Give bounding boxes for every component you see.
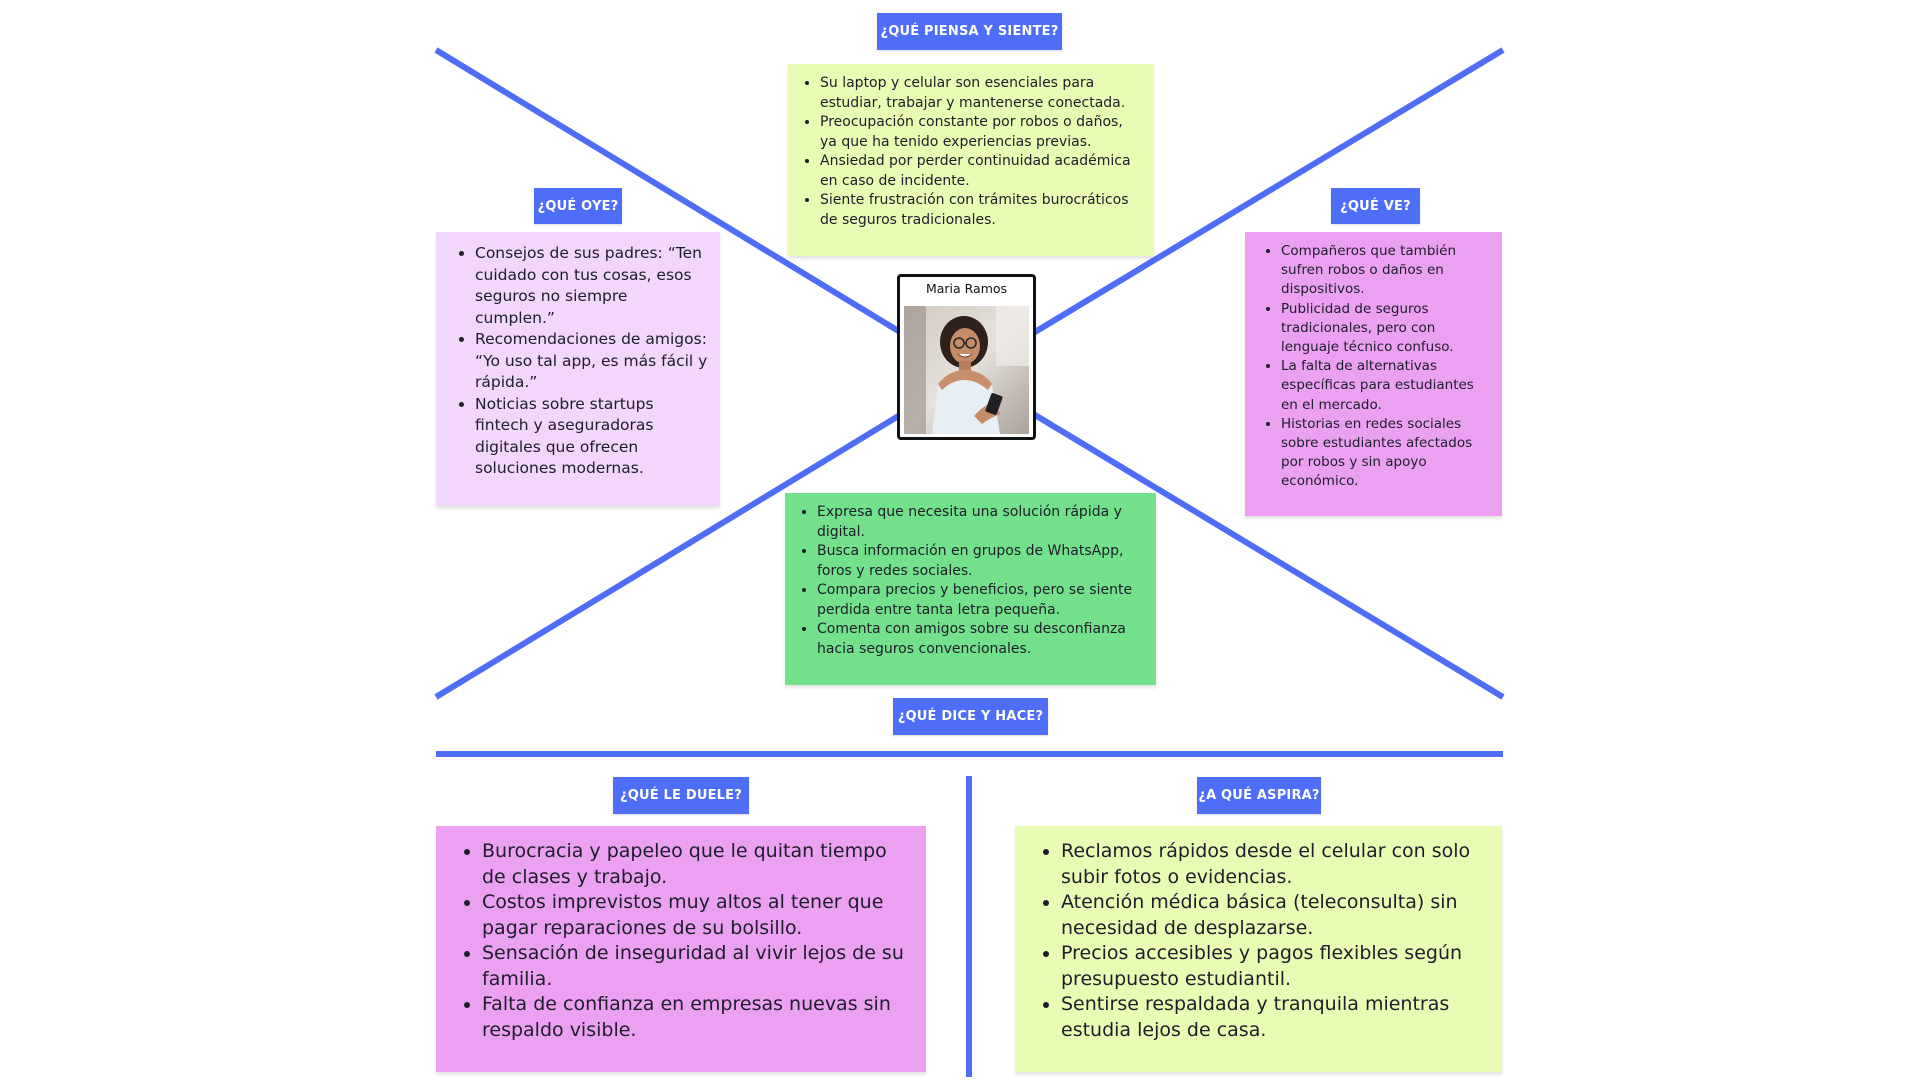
pains-note: Burocracia y papeleo que le quitan tiemp… <box>436 826 926 1072</box>
persona-card: Maria Ramos <box>897 274 1036 440</box>
list-item: Reclamos rápidos desde el celular con so… <box>1061 839 1488 890</box>
list-item: Comenta con amigos sobre su desconfianza… <box>817 620 1144 659</box>
list-item: La falta de alternativas específicas par… <box>1281 357 1490 415</box>
list-item: Burocracia y papeleo que le quitan tiemp… <box>482 839 912 890</box>
thinks-note: Su laptop y celular son esenciales para … <box>788 64 1154 256</box>
list-item: Preocupación constante por robos o daños… <box>820 113 1142 152</box>
says-note: Expresa que necesita una solución rápida… <box>785 493 1156 685</box>
thinks-title: ¿QUÉ PIENSA Y SIENTE? <box>877 13 1062 50</box>
list-item: Historias en redes sociales sobre estudi… <box>1281 415 1490 492</box>
list-item: Atención médica básica (teleconsulta) si… <box>1061 890 1488 941</box>
hears-title: ¿QUÉ OYE? <box>534 188 622 224</box>
persona-name: Maria Ramos <box>925 281 1008 296</box>
list-item: Sentirse respaldada y tranquila mientras… <box>1061 992 1488 1043</box>
thinks-list: Su laptop y celular son esenciales para … <box>800 74 1142 230</box>
list-item: Recomendaciones de amigos: “Yo uso tal a… <box>475 329 708 394</box>
hears-list: Consejos de sus padres: “Ten cuidado con… <box>455 243 708 480</box>
says-title: ¿QUÉ DICE Y HACE? <box>893 698 1048 735</box>
persona-photo <box>904 306 1029 434</box>
gains-note: Reclamos rápidos desde el celular con so… <box>1015 826 1502 1072</box>
list-item: Publicidad de seguros tradicionales, per… <box>1281 300 1490 358</box>
list-item: Costos imprevistos muy altos al tener qu… <box>482 890 912 941</box>
pains-list: Burocracia y papeleo que le quitan tiemp… <box>462 839 912 1043</box>
woman-smiling-holding-phone-photo <box>904 306 1029 434</box>
list-item: Precios accesibles y pagos flexibles seg… <box>1061 941 1488 992</box>
diagonal-line-top-right <box>1028 47 1505 338</box>
sees-note: Compañeros que también sufren robos o da… <box>1245 232 1502 516</box>
says-list: Expresa que necesita una solución rápida… <box>797 503 1144 659</box>
gains-list: Reclamos rápidos desde el celular con so… <box>1041 839 1488 1043</box>
sees-title: ¿QUÉ VE? <box>1331 188 1420 224</box>
list-item: Falta de confianza en empresas nuevas si… <box>482 992 912 1043</box>
sees-list: Compañeros que también sufren robos o da… <box>1261 242 1490 492</box>
list-item: Busca información en grupos de WhatsApp,… <box>817 542 1144 581</box>
hears-note: Consejos de sus padres: “Ten cuidado con… <box>436 232 720 506</box>
diagonal-line-top-left <box>434 47 907 338</box>
diagonal-line-bottom-right <box>1028 409 1505 700</box>
list-item: Sensación de inseguridad al vivir lejos … <box>482 941 912 992</box>
list-item: Ansiedad por perder continuidad académic… <box>820 152 1142 191</box>
list-item: Compañeros que también sufren robos o da… <box>1281 242 1490 300</box>
diagonal-line-bottom-left <box>434 409 907 700</box>
list-item: Su laptop y celular son esenciales para … <box>820 74 1142 113</box>
gains-title: ¿A QUÉ ASPIRA? <box>1197 777 1321 814</box>
list-item: Consejos de sus padres: “Ten cuidado con… <box>475 243 708 329</box>
list-item: Noticias sobre startups fintech y asegur… <box>475 394 708 480</box>
list-item: Expresa que necesita una solución rápida… <box>817 503 1144 542</box>
list-item: Compara precios y beneficios, pero se si… <box>817 581 1144 620</box>
list-item: Siente frustración con trámites burocrát… <box>820 191 1142 230</box>
pains-title: ¿QUÉ LE DUELE? <box>613 777 749 814</box>
